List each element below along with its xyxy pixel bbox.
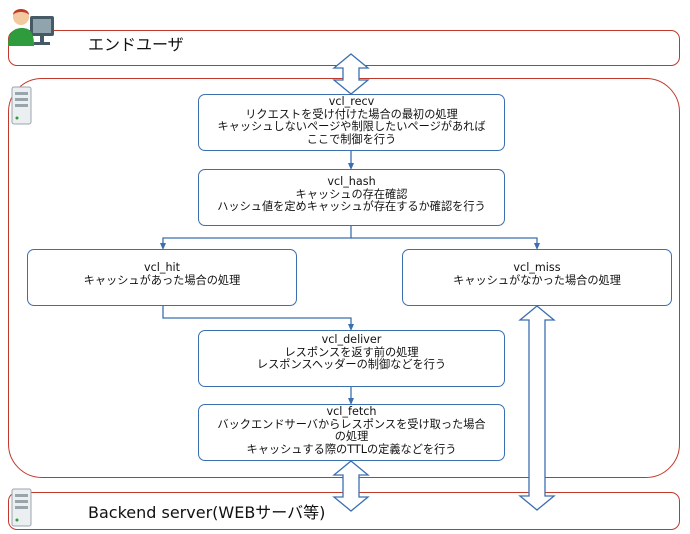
vcl-recv-name: vcl_recv [328,95,375,108]
vcl-hit-line-1: キャッシュがあった場合の処理 [83,273,241,287]
vcl-miss-line-1: キャッシュがなかった場合の処理 [453,273,621,287]
vcl-recv-box: vcl_recv リクエストを受け付けた場合の最初の処理 キャッシュしないページ… [198,94,505,151]
fetch-backend-double-arrow [332,460,370,512]
miss-backend-double-arrow [518,305,556,511]
vcl-hash-line-1: キャッシュの存在確認 [295,187,408,201]
end-user-label: エンドユーザ [88,35,184,54]
vcl-hash-line-2: ハッシュ値を定めキャッシュが存在するか確認を行う [217,200,486,214]
backend-server-icon [11,488,32,527]
user-at-computer-icon [8,9,54,46]
vcl-fetch-line-3: キャッシュする際のTTLの定義などを行う [246,442,457,456]
vcl-fetch-line-1: バックエンドサーバからレスポンスを受け取った場合 [217,417,486,431]
hit-to-deliver-connector [162,306,354,331]
vcl-deliver-line-2: レスポンスヘッダーの制御などを行う [256,358,447,372]
vcl-miss-name: vcl_miss [513,261,561,274]
vcl-deliver-line-1: レスポンスを返す前の処理 [284,345,419,359]
vcl-recv-line-3: ここで制御を行う [306,132,397,146]
backend-server-label: Backend server(WEBサーバ等) [88,503,326,522]
vcl-fetch-name: vcl_fetch [326,405,377,418]
vcl-deliver-box: vcl_deliver レスポンスを返す前の処理 レスポンスヘッダーの制御などを… [198,330,505,387]
vcl-recv-line-1: リクエストを受け付けた場合の最初の処理 [245,107,458,121]
vcl-deliver-name: vcl_deliver [321,333,382,346]
vcl-recv-line-2: キャッシュしないページや制限したいページがあれば [217,120,486,134]
user-server-double-arrow [332,53,370,95]
vcl-fetch-box: vcl_fetch バックエンドサーバからレスポンスを受け取った場合 の処理 キ… [198,404,505,461]
vcl-hash-name: vcl_hash [327,175,376,188]
vcl-hit-name: vcl_hit [143,261,181,274]
vcl-fetch-line-2: の処理 [334,430,369,444]
hash-to-miss-connector [351,237,540,250]
server-icon [11,86,32,125]
vcl-miss-box: vcl_miss キャッシュがなかった場合の処理 [402,249,672,306]
vcl-hit-box: vcl_hit キャッシュがあった場合の処理 [27,249,297,306]
hash-split-connector [160,226,352,250]
